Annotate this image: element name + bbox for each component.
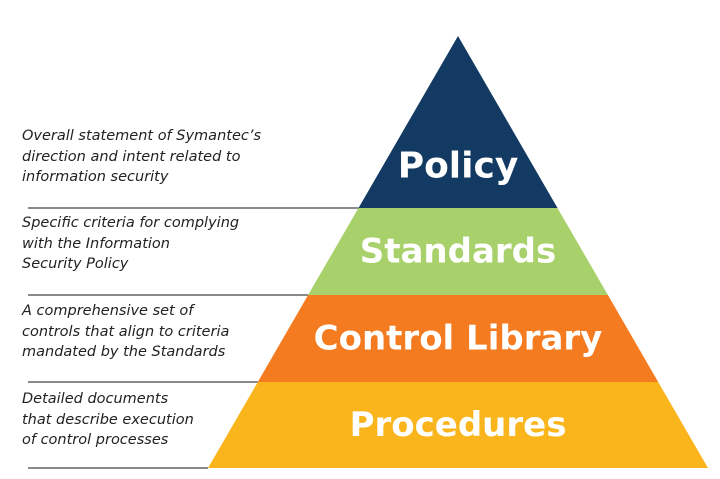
description-line: with the Information [22, 235, 170, 252]
description-line: that describe execution [22, 411, 194, 428]
tier-standards-label: Standards [360, 232, 557, 272]
tier-control-library-label: Control Library [314, 319, 603, 359]
description-line: A comprehensive set of [22, 303, 194, 319]
description-standards: Specific criteria for complying with the… [22, 213, 322, 275]
tier-control-library-shape [257, 295, 659, 382]
description-line: information security [22, 169, 169, 185]
description-procedures: Detailed documents that describe executi… [22, 389, 322, 451]
description-line: Security Policy [22, 256, 129, 272]
description-line: mandated by the Standards [22, 344, 226, 360]
description-line: Detailed documents [22, 391, 169, 407]
description-line: of control processes [22, 432, 169, 448]
description-line: controls that align to criteria [22, 323, 230, 340]
tier-policy-label: Policy [398, 146, 519, 187]
description-policy: Overall statement of Symantec’s directio… [22, 126, 322, 188]
tier-standards-shape [308, 208, 608, 295]
tier-procedures-label: Procedures [350, 405, 567, 445]
description-line: Overall statement of Symantec’s [22, 128, 262, 144]
tier-procedures-shape [208, 382, 708, 468]
description-control-library: A comprehensive set of controls that ali… [22, 301, 322, 363]
description-line: Specific criteria for complying [22, 215, 240, 231]
tier-policy-shape [358, 36, 558, 208]
description-line: direction and intent related to [22, 148, 241, 165]
